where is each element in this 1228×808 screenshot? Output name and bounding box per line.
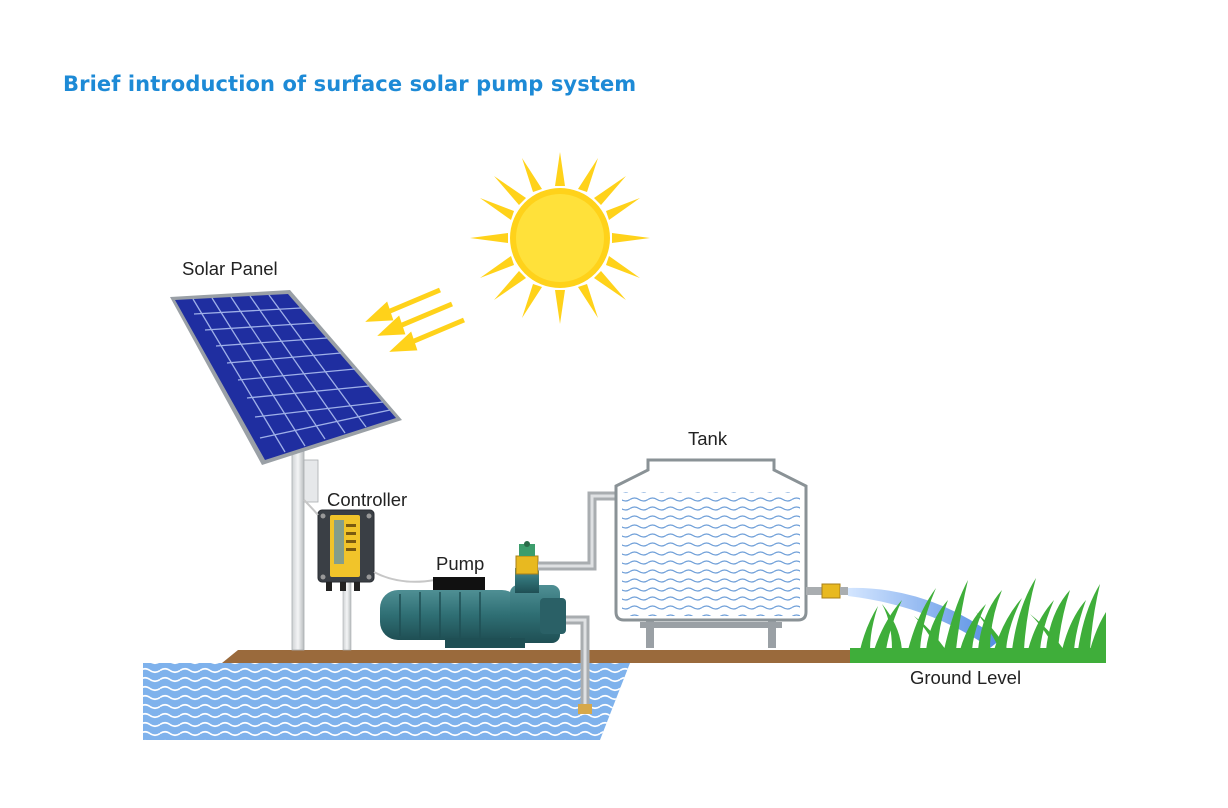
solar-panel-label: Solar Panel bbox=[182, 258, 278, 279]
controller-icon bbox=[317, 509, 375, 591]
solar-panel-icon bbox=[170, 290, 402, 465]
water-icon bbox=[143, 663, 630, 740]
tank-icon bbox=[614, 458, 848, 648]
pump-label: Pump bbox=[436, 553, 485, 574]
grass-icon bbox=[860, 578, 1106, 650]
page-title: Brief introduction of surface solar pump… bbox=[63, 72, 637, 96]
tank-label: Tank bbox=[688, 428, 728, 449]
ground-level-label: Ground Level bbox=[910, 667, 1022, 688]
sunlight-arrows bbox=[365, 287, 465, 352]
controller-label: Controller bbox=[327, 489, 408, 510]
sun-icon bbox=[470, 152, 650, 324]
pump-icon bbox=[380, 541, 566, 648]
